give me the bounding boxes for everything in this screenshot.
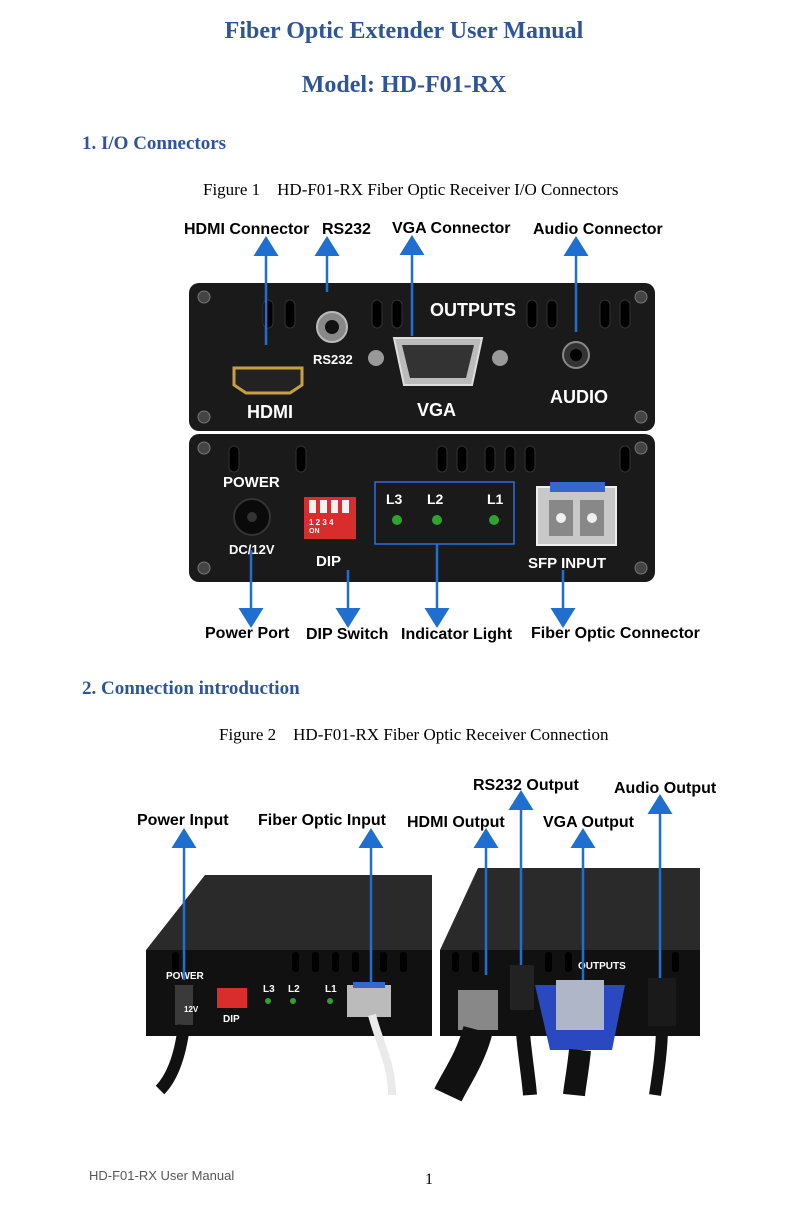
panel-l1-label: L1: [487, 491, 504, 507]
label-rs232: RS232: [322, 221, 371, 238]
label-vga-output: VGA Output: [543, 814, 634, 831]
document-title: Fiber Optic Extender User Manual: [224, 18, 584, 44]
panel-rs232-label: RS232: [313, 352, 353, 367]
model-title: Model: HD-F01-RX: [301, 72, 507, 98]
section-heading-io: 1. I/O Connectors: [82, 133, 227, 154]
label-power-input: Power Input: [137, 812, 229, 829]
label-hdmi-output: HDMI Output: [407, 814, 505, 831]
label-dip-switch: DIP Switch: [306, 626, 389, 643]
panel-sfp-label: SFP INPUT: [528, 555, 607, 572]
figure1-caption: Figure 1 HD-F01-RX Fiber Optic Receiver …: [203, 180, 619, 199]
fig2-panel-dip: DIP: [223, 1014, 240, 1025]
label-audio-output: Audio Output: [614, 780, 717, 797]
label-audio-connector: Audio Connector: [533, 221, 663, 238]
panel-dc12v-label: DC/12V: [229, 542, 275, 557]
label-fiber-optic-connector: Fiber Optic Connector: [531, 625, 700, 642]
panel-l3-label: L3: [386, 491, 403, 507]
footer-doc-name: HD-F01-RX User Manual: [89, 1168, 235, 1183]
fig2-panel-outputs: OUTPUTS: [578, 961, 626, 972]
fig2-panel-l2: L2: [288, 984, 300, 995]
fig2-panel-l1: L1: [325, 984, 337, 995]
fig2-panel-l3: L3: [263, 984, 275, 995]
label-fiber-optic-input: Fiber Optic Input: [258, 812, 386, 829]
panel-audio-label: AUDIO: [550, 387, 608, 407]
label-rs232-output: RS232 Output: [473, 777, 579, 794]
page-number: 1: [425, 1171, 433, 1188]
panel-power-label: POWER: [223, 474, 280, 491]
label-indicator-light: Indicator Light: [401, 626, 513, 643]
label-power-port: Power Port: [205, 625, 290, 642]
fig2-panel-12v: 12V: [184, 1005, 199, 1014]
panel-dip-label: DIP: [316, 553, 342, 570]
panel-l2-label: L2: [427, 491, 444, 507]
label-vga-connector: VGA Connector: [392, 220, 511, 237]
panel-outputs-label: OUTPUTS: [430, 300, 517, 320]
label-hdmi-connector: HDMI Connector: [184, 221, 310, 238]
panel-dip-on: ON: [309, 528, 320, 535]
panel-hdmi-label: HDMI: [247, 402, 293, 422]
panel-vga-label: VGA: [417, 400, 457, 420]
figure2-caption: Figure 2 HD-F01-RX Fiber Optic Receiver …: [219, 725, 609, 744]
panel-dip-numbers: 1 2 3 4: [309, 518, 334, 527]
section-heading-connection: 2. Connection introduction: [82, 678, 300, 699]
